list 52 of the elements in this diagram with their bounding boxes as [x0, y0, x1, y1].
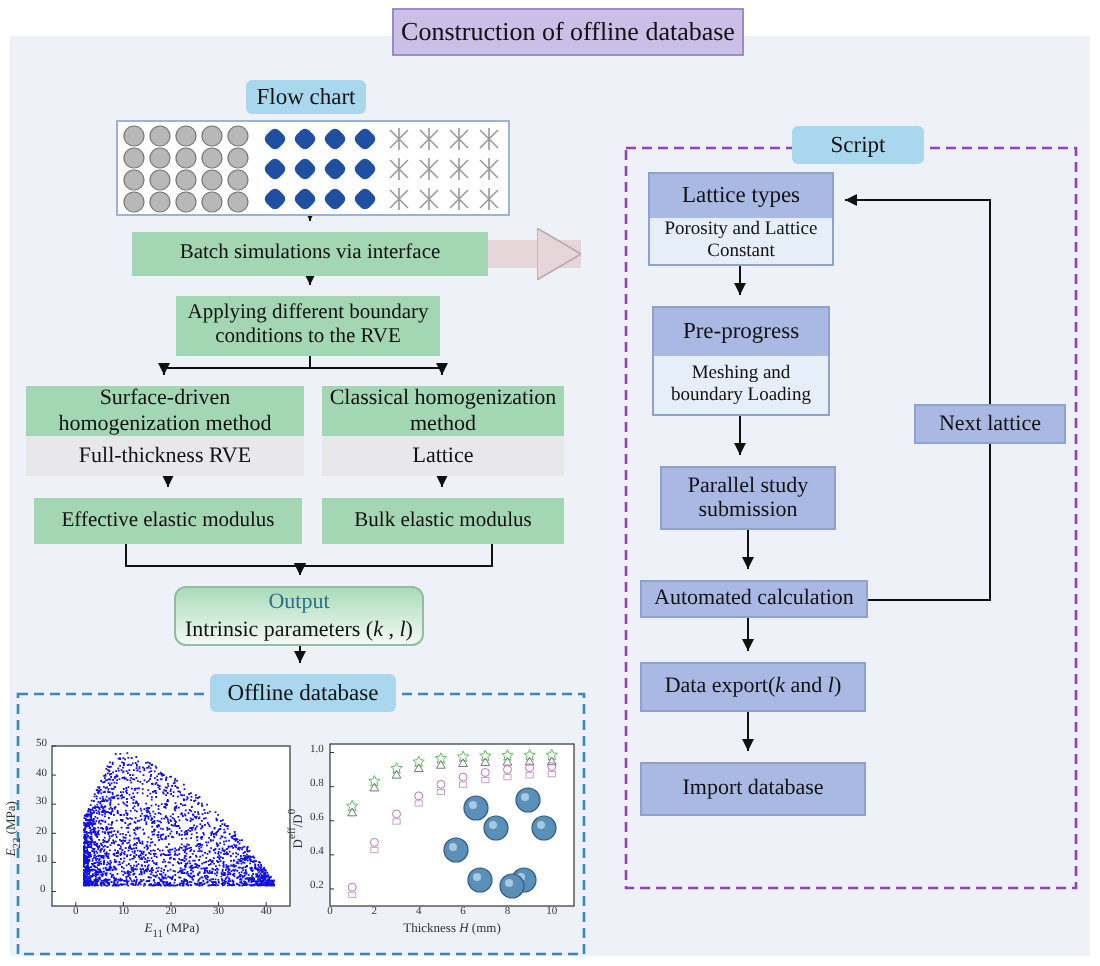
arrow	[436, 475, 448, 488]
tab-label: Flow chart	[246, 80, 366, 114]
process-box	[640, 762, 866, 816]
arrow	[309, 355, 448, 376]
box-subtext: Porosity and Lattice Constant	[650, 218, 832, 264]
method-subtext: Full-thickness RVE	[26, 436, 304, 476]
output-heading: Output	[266, 589, 332, 614]
process-box	[132, 232, 488, 276]
process-box	[640, 662, 866, 712]
box-label: Effective elastic modulus	[59, 509, 277, 533]
process-box	[176, 296, 440, 356]
method-heading: Classical homogenization method	[322, 386, 564, 436]
method-heading: Surface-driven homogenization method	[26, 386, 304, 436]
box-label: Automated calculation	[652, 586, 856, 612]
arrow	[742, 617, 754, 652]
box-label: Batch simulations via interface	[177, 242, 443, 266]
arrow	[294, 645, 306, 664]
box-label: Data export(k and l)	[662, 674, 844, 700]
method-subtext: Lattice	[322, 436, 564, 476]
box-label: Applying different boundary conditions to the RVE	[185, 302, 431, 350]
box-label: Next lattice	[936, 411, 1043, 437]
box-label: Parallel study submission	[685, 473, 811, 523]
process-box	[652, 306, 830, 416]
process-box	[34, 498, 302, 544]
process-box	[648, 172, 834, 266]
arrow	[742, 529, 754, 570]
box-heading: Pre-progress	[654, 308, 828, 356]
arrow	[734, 265, 746, 296]
arrow	[304, 273, 316, 286]
tab-label: Offline database	[210, 674, 396, 712]
arrow	[742, 711, 754, 752]
arrow	[294, 543, 493, 576]
method-box	[322, 386, 564, 476]
picture	[116, 120, 510, 216]
box-heading: Lattice types	[650, 174, 832, 218]
title-banner: Construction of offline database	[392, 8, 744, 56]
output-box	[174, 586, 424, 646]
arrow	[734, 415, 746, 456]
box-label: Import database	[680, 776, 826, 802]
process-box	[640, 580, 868, 618]
process-box	[914, 404, 1066, 444]
process-box	[660, 466, 836, 530]
arrow	[162, 475, 174, 488]
tab-label: Script	[792, 126, 924, 164]
connector-line	[867, 443, 991, 601]
output-text: Intrinsic parameters (k , l)	[183, 618, 415, 643]
box-label: Bulk elastic modulus	[352, 509, 534, 533]
method-box	[26, 386, 304, 476]
block-arrow	[488, 227, 582, 281]
box-subtext: Meshing and boundary Loading	[654, 356, 828, 414]
process-box	[322, 498, 564, 544]
arrow	[844, 194, 991, 405]
